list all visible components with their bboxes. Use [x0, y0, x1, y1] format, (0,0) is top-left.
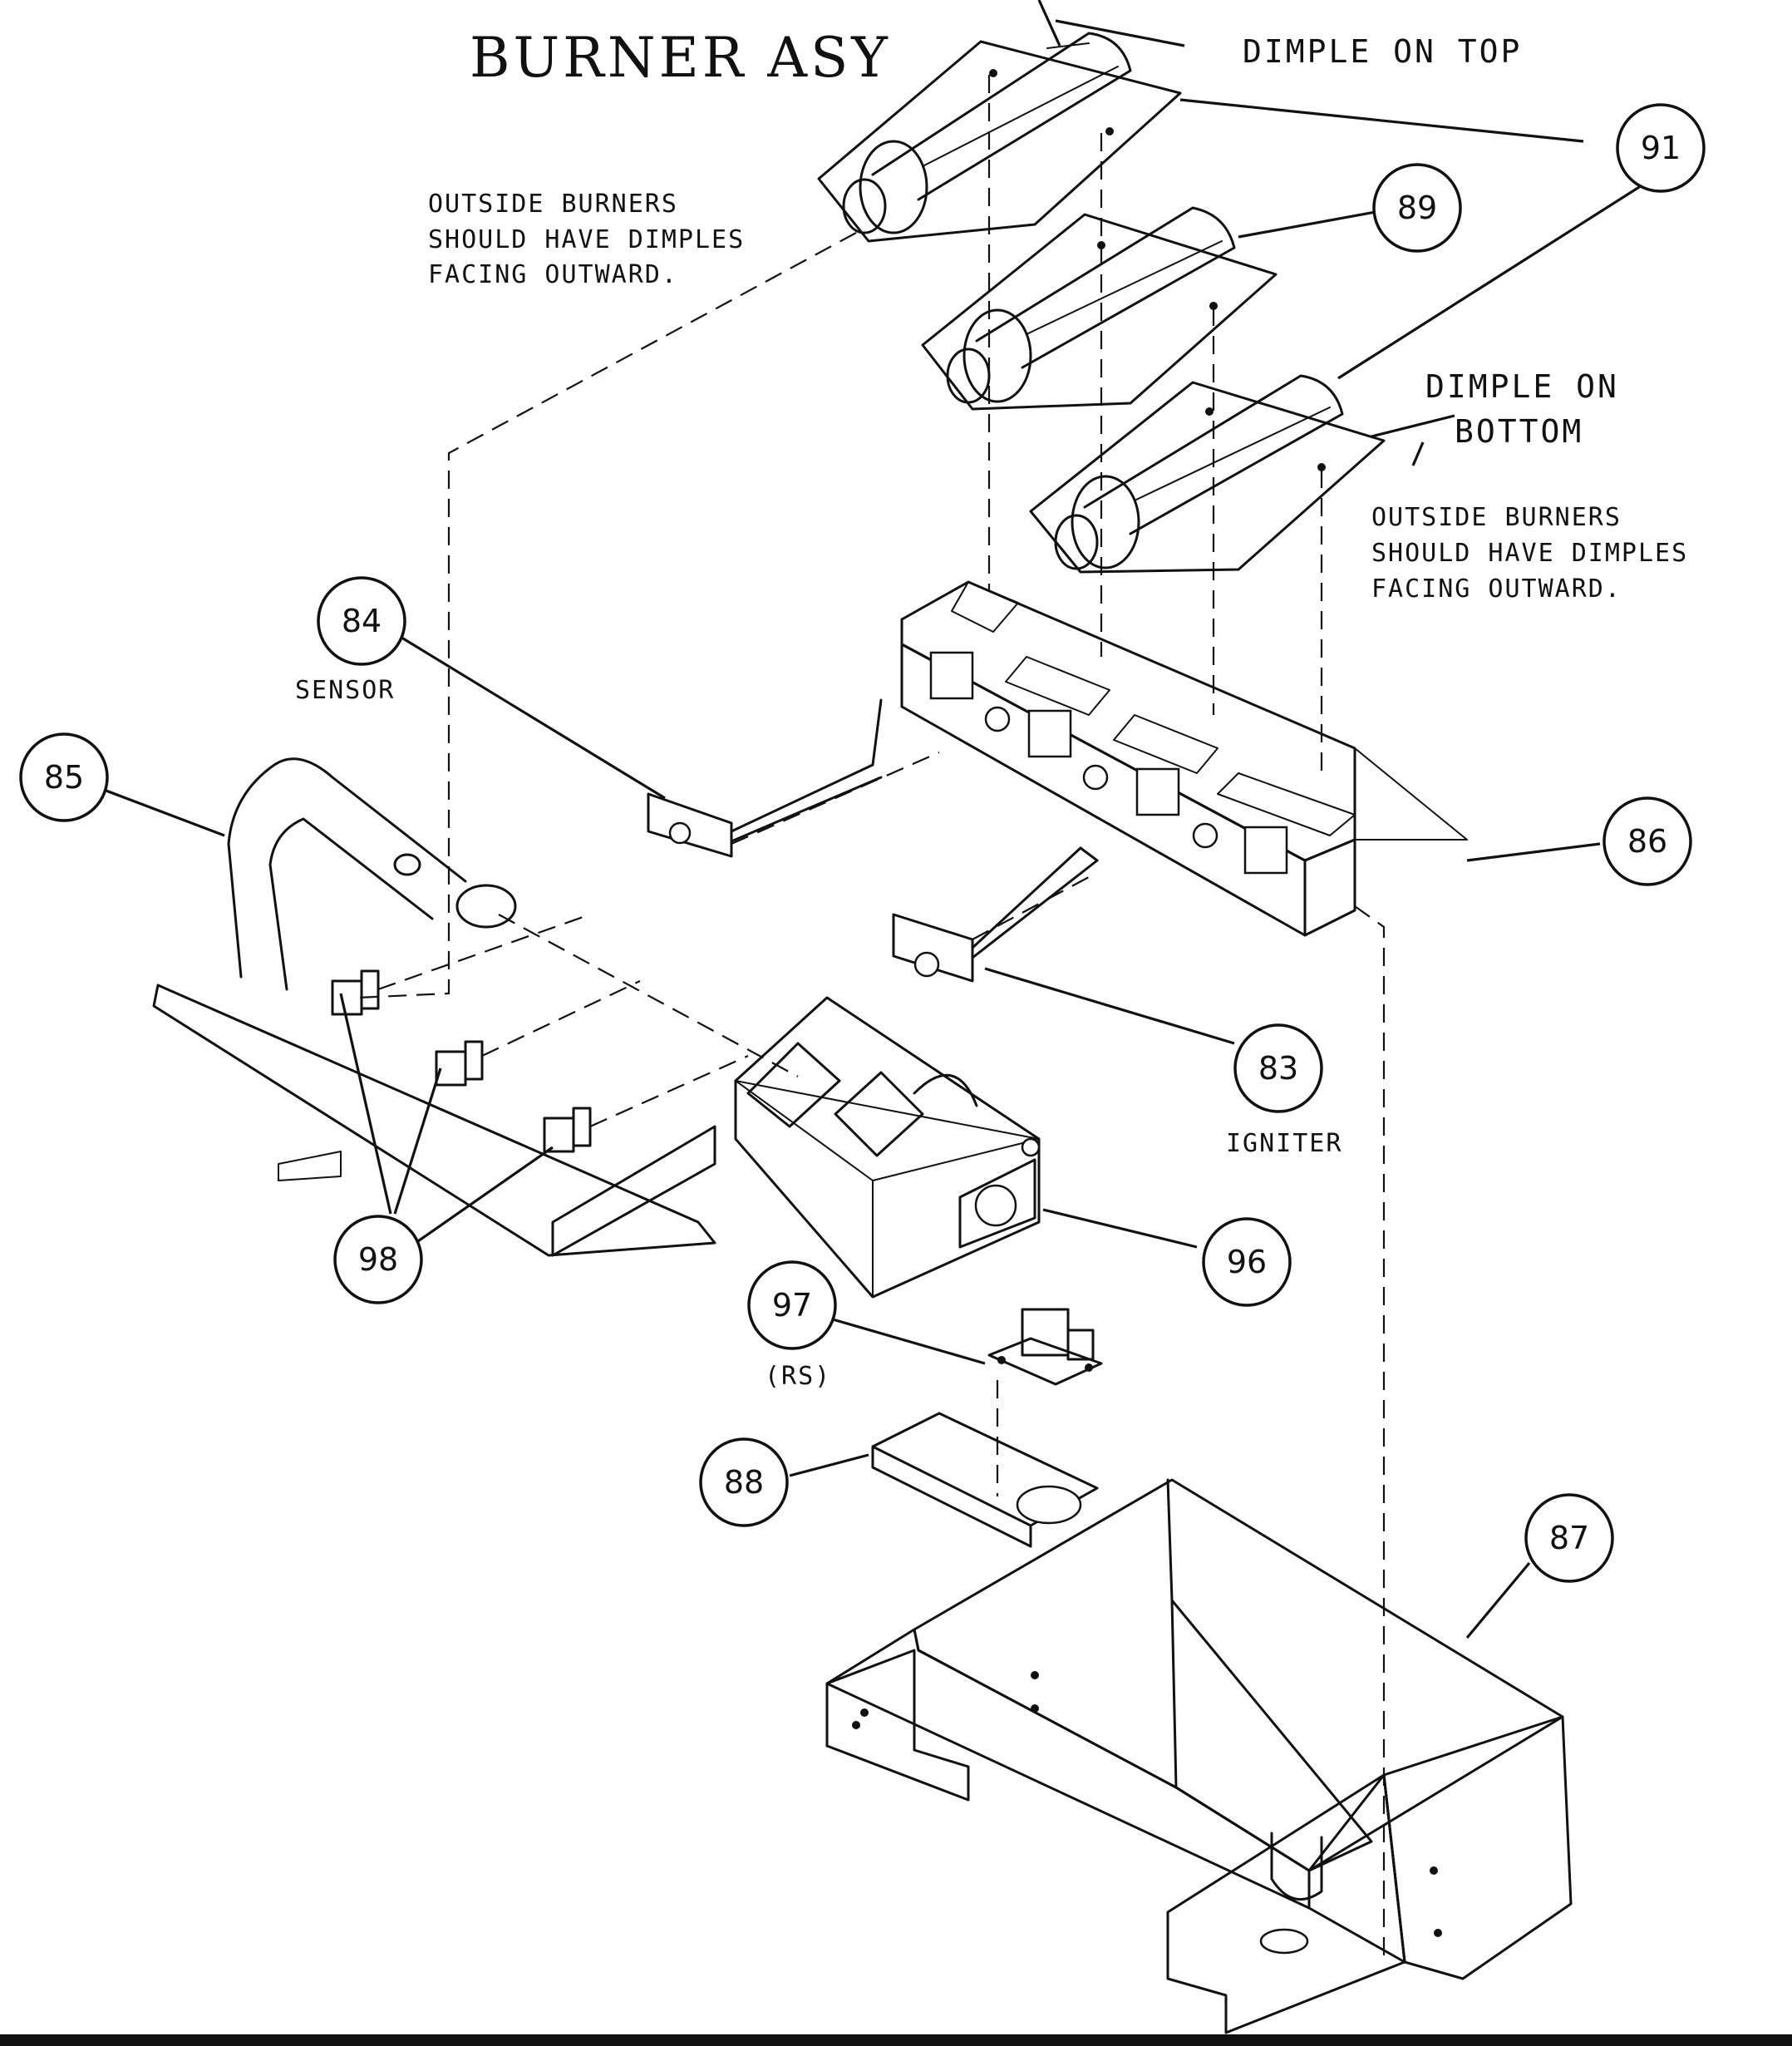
svg-text:84: 84 — [342, 603, 382, 639]
callout-85: 85 — [19, 732, 109, 822]
callout-97: 97 — [747, 1260, 837, 1350]
callout-84: 84 — [317, 576, 406, 666]
leader-lines — [103, 0, 1647, 1639]
note-left-line3: FACING OUTWARD. — [428, 260, 678, 289]
callout-89: 89 — [1372, 163, 1462, 253]
note-left-line1: OUTSIDE BURNERS — [428, 190, 678, 219]
note-right-line3: FACING OUTWARD. — [1371, 574, 1622, 604]
label-dimple-bottom-line2: BOTTOM — [1455, 413, 1583, 450]
orifice-right — [543, 1107, 592, 1153]
burner-tube-top — [817, 32, 1182, 243]
burner-tube-bottom — [1029, 374, 1386, 574]
label-dimple-top: DIMPLE ON TOP — [1243, 33, 1522, 70]
igniter-part — [892, 846, 1099, 983]
callout-87: 87 — [1524, 1493, 1614, 1583]
burner-tube-middle — [921, 206, 1278, 411]
burner-box — [900, 580, 1468, 937]
note-right-line2: SHOULD HAVE DIMPLES — [1371, 539, 1688, 568]
svg-text:98: 98 — [358, 1241, 398, 1278]
svg-text:88: 88 — [724, 1464, 764, 1501]
svg-text:97: 97 — [772, 1287, 812, 1324]
label-igniter: IGNITER — [1226, 1129, 1342, 1158]
diagram-title: BURNER ASY — [470, 26, 891, 90]
assembly-dashed-lines — [357, 75, 1386, 1958]
manifold-pipe — [152, 757, 716, 1257]
svg-text:89: 89 — [1397, 190, 1437, 226]
note-right-line1: OUTSIDE BURNERS — [1371, 503, 1622, 532]
svg-text:85: 85 — [44, 759, 84, 796]
svg-text:91: 91 — [1641, 130, 1681, 166]
svg-text:83: 83 — [1258, 1050, 1298, 1087]
callout-91: 91 — [1616, 103, 1706, 193]
gas-valve — [734, 996, 1041, 1299]
label-rs: (RS) — [765, 1362, 831, 1391]
note-left-line2: SHOULD HAVE DIMPLES — [428, 225, 745, 254]
callout-86: 86 — [1602, 796, 1692, 886]
orifice-middle — [435, 1040, 484, 1087]
callout-88: 88 — [699, 1437, 789, 1527]
bracket — [871, 1412, 1099, 1548]
limit-switch — [987, 1308, 1103, 1386]
callout-96: 96 — [1202, 1217, 1292, 1307]
label-sensor: SENSOR — [295, 676, 395, 705]
svg-text:86: 86 — [1627, 823, 1667, 860]
orifice-left — [331, 969, 380, 1016]
callout-83: 83 — [1233, 1023, 1323, 1113]
sensor-part — [647, 698, 883, 858]
callout-98: 98 — [333, 1215, 423, 1304]
bottom-border-rule — [0, 2034, 1792, 2046]
svg-text:96: 96 — [1227, 1244, 1267, 1280]
label-dimple-bottom-line1: DIMPLE ON — [1425, 368, 1619, 405]
burner-shelf — [825, 1478, 1573, 2034]
svg-text:87: 87 — [1549, 1520, 1589, 1556]
